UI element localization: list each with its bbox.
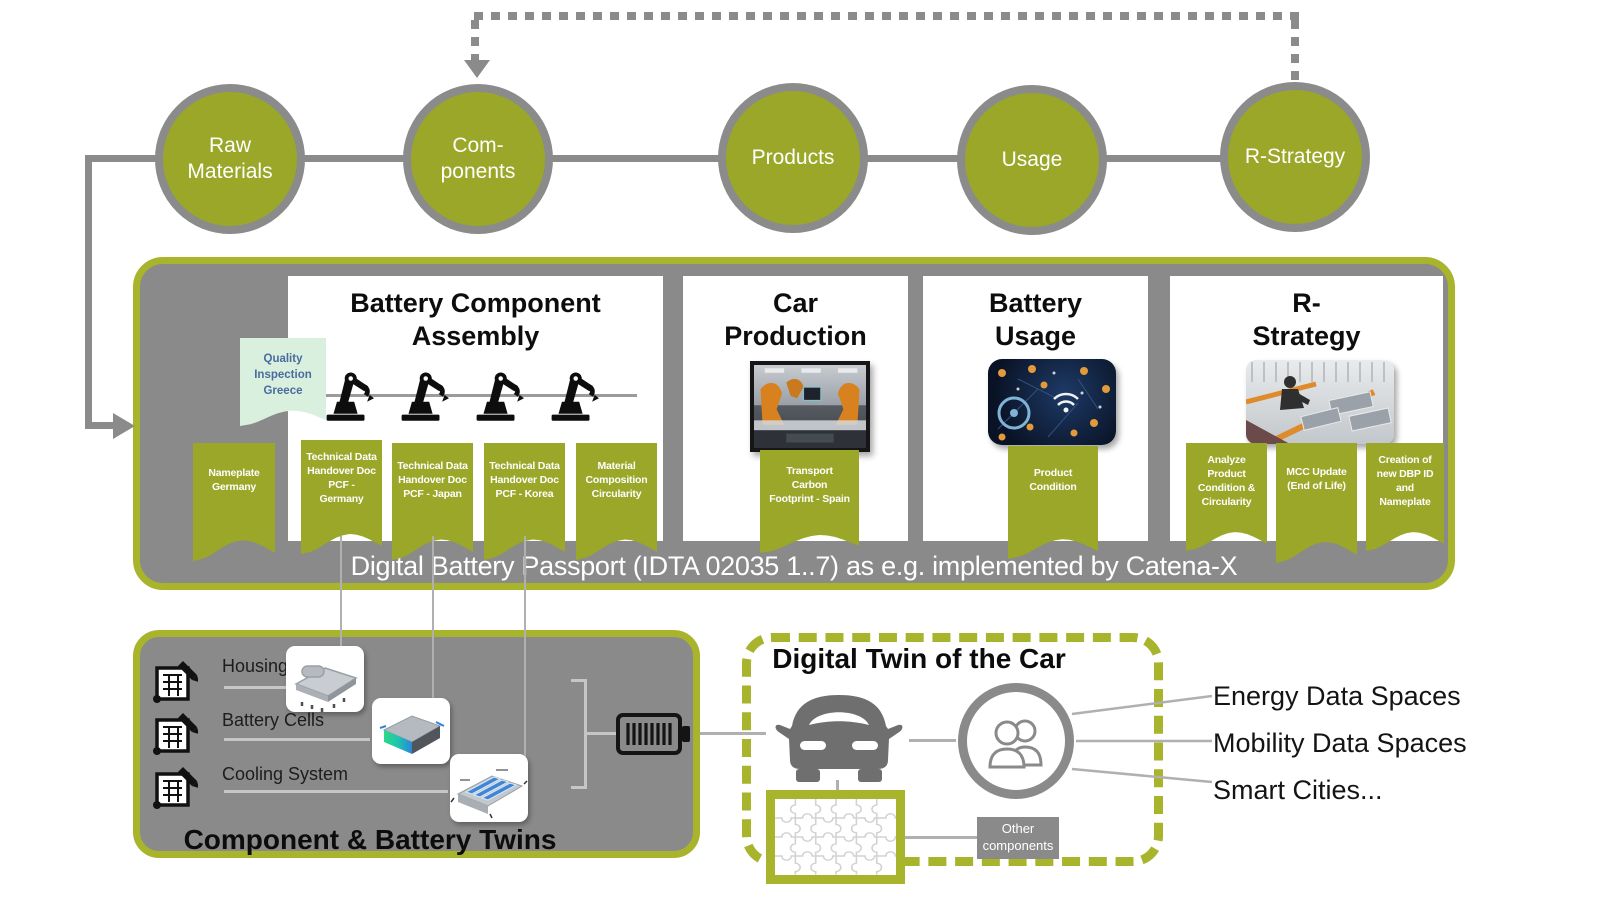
tag-nameplate-germany: Nameplate Germany <box>193 443 275 561</box>
car-production-title: Car Production <box>724 288 867 351</box>
tag-transport-carbon-footprint: Transport Carbon Footprint - Spain <box>760 450 859 553</box>
conveyor-line <box>325 394 637 397</box>
car-icon <box>775 695 903 782</box>
r-strategy-title: R- Strategy <box>1252 288 1361 351</box>
tag-product-condition: Product Condition <box>1008 446 1098 559</box>
label-mobility-data-spaces: Mobility Data Spaces <box>1213 728 1467 758</box>
battery-icon <box>616 713 690 755</box>
stakeholders-circle <box>958 683 1074 799</box>
stage-circle-raw-materials: Raw Materials <box>155 84 305 234</box>
cooling-system-image <box>450 754 528 822</box>
passport-caption: Digital Battery Passport (IDTA 02035 1..… <box>350 551 1238 581</box>
stage-circle-r-strategy: R-Strategy <box>1220 82 1370 232</box>
twins-bracket-top <box>571 679 585 682</box>
stage-circle-products: Products <box>718 83 868 233</box>
blueprint-icon <box>153 767 198 809</box>
blueprint-icon <box>153 661 198 703</box>
label-smart-cities: Smart Cities... <box>1213 775 1383 805</box>
users-icon <box>988 719 1043 769</box>
tag-mcc-update: MCC Update (End of Life) <box>1276 443 1357 563</box>
car-production-photo <box>750 361 870 452</box>
raw-materials-feed-line-horizontal <box>85 422 115 429</box>
car-to-users-line <box>909 739 956 742</box>
twins-bracket-bottom <box>571 786 587 789</box>
twin-label-cooling-system: Cooling System <box>222 764 349 784</box>
twin-label-housing: Housing <box>222 656 289 676</box>
link-pcf-korea-to-cooling <box>524 536 526 762</box>
rstrategy-loop-dotted-left <box>471 20 479 62</box>
stage-circle-components: Com- ponents <box>403 84 553 234</box>
robot-arm-icon <box>551 372 599 421</box>
robot-arm-icon <box>401 372 449 421</box>
other-components-box: Other components <box>977 817 1059 859</box>
blueprint-icon <box>153 713 198 755</box>
assembly-title: Battery Component Assembly <box>350 288 601 351</box>
twin-label-battery-cells: Battery Cells <box>222 710 325 730</box>
lifecycle-chain-line <box>88 155 1295 162</box>
r-strategy-photo-art <box>1246 362 1392 444</box>
robot-arm-icon <box>326 372 374 421</box>
cooling-system-image-art <box>450 769 528 819</box>
tag-analyze-product-condition: Analyze Product Condition & Circularity <box>1186 443 1267 551</box>
battery-cells-image <box>372 698 450 764</box>
housing-image-art <box>294 665 358 712</box>
car-to-puzzle-line <box>836 780 839 790</box>
twins-bracket-vertical <box>584 679 587 789</box>
battery-cells-image-art <box>379 715 445 754</box>
stage-circle-usage: Usage <box>957 85 1107 235</box>
tag-pcf-japan: Technical Data Handover Doc PCF - Japan <box>392 443 473 560</box>
cooling-system-connector-line <box>224 790 448 793</box>
digital-twin-title: Digital Twin of the Car <box>772 643 1066 674</box>
twins-bracket-middle <box>587 732 617 735</box>
housing-image <box>286 646 364 712</box>
housing-connector-line <box>224 686 300 689</box>
twins-title: Component & Battery Twins <box>183 824 557 855</box>
arrow-into-passport-icon <box>113 413 135 439</box>
raw-materials-feed-line-vertical <box>85 155 92 429</box>
link-pcf-germany-to-housing <box>340 536 342 654</box>
loop-arrowhead-icon <box>464 60 490 78</box>
digital-twin-box <box>742 633 1163 866</box>
quality-inspection-note: Quality Inspection Greece <box>240 338 326 426</box>
battery-usage-title: Battery Usage <box>988 288 1083 351</box>
battery-usage-photo <box>988 359 1116 445</box>
battery-to-dtwin-line <box>698 732 766 735</box>
tag-material-composition: Material Composition Circularity <box>576 443 657 560</box>
dataspace-connector-lines <box>1071 694 1213 784</box>
puzzle-to-other-line <box>905 836 977 839</box>
puzzle-components-box <box>766 790 905 884</box>
label-energy-data-spaces: Energy Data Spaces <box>1213 681 1461 711</box>
link-pcf-japan-to-cells <box>432 536 434 706</box>
rstrategy-loop-dotted-top <box>474 12 1301 20</box>
robot-arm-icon <box>476 372 524 421</box>
tag-pcf-germany: Technical Data Handover Doc PCF - German… <box>301 440 382 554</box>
tag-creation-new-dbp: Creation of new DBP ID and Nameplate <box>1366 443 1444 551</box>
battery-cells-connector-line <box>224 738 370 741</box>
rstrategy-loop-dotted-right <box>1291 20 1299 82</box>
battery-usage-photo-art <box>997 365 1110 441</box>
r-strategy-photo <box>1246 360 1394 444</box>
car-production-photo-art <box>754 368 866 448</box>
puzzle-pattern <box>775 799 903 875</box>
